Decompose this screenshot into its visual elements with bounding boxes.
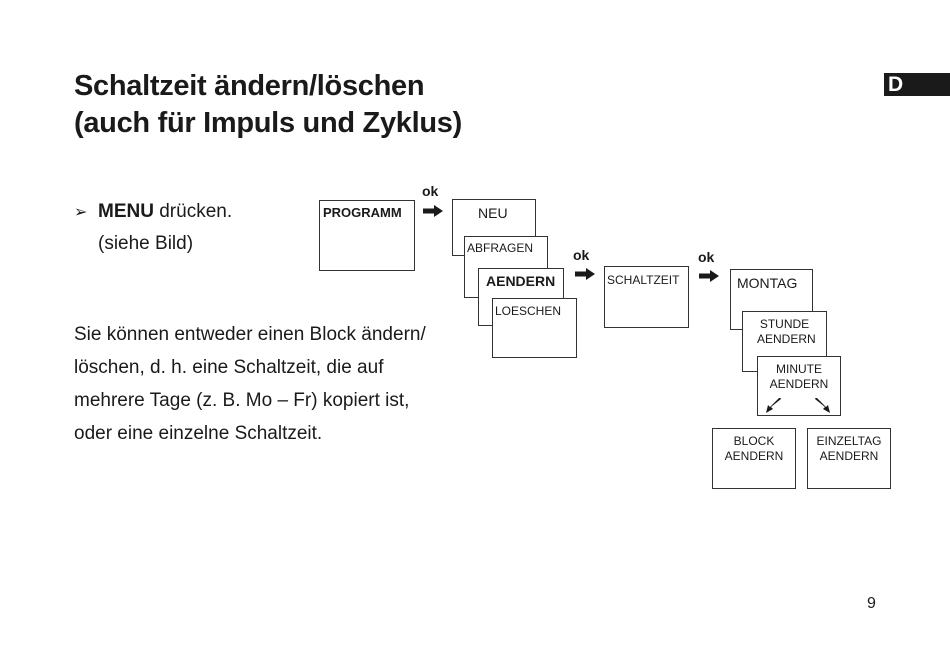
ok-label-1: ok	[422, 183, 439, 199]
ok-label-2: ok	[573, 247, 590, 263]
title-line-1: Schaltzeit ändern/löschen	[74, 70, 425, 102]
ok-label-3: ok	[698, 249, 715, 265]
language-tab-label: D	[888, 73, 904, 96]
arrow-right-icon	[575, 268, 595, 280]
arrow-right-icon	[423, 205, 443, 217]
language-tab: D	[884, 73, 950, 96]
body-line-1: Sie können entweder einen Block ändern/	[74, 324, 426, 345]
body-line-4: oder eine einzelne Schaltzeit.	[74, 423, 323, 444]
title-line-2: (auch für Impuls und Zyklus)	[74, 107, 462, 139]
page-title: Schaltzeit ändern/löschen (auch für Impu…	[74, 68, 462, 142]
step-text: drücken.	[153, 201, 233, 222]
step-note: (siehe Bild)	[98, 233, 194, 254]
screen-block-aendern: BLOCK AENDERN	[712, 428, 796, 489]
screen-einzeltag-aendern: EINZELTAG AENDERN	[807, 428, 891, 489]
menu-key-label: MENU	[98, 201, 154, 222]
body-paragraph: Sie können entweder einen Block ändern/ …	[74, 318, 426, 450]
screen-programm: PROGRAMM	[319, 200, 415, 271]
arrow-bullet-icon: ➢	[74, 204, 88, 221]
arrow-down-right-icon	[815, 398, 830, 413]
body-line-3: mehrere Tage (z. B. Mo – Fr) kopiert ist…	[74, 390, 410, 411]
arrow-down-left-icon	[766, 398, 781, 413]
instruction-step: ➢ MENU drücken. (siehe Bild)	[74, 196, 232, 259]
screen-loeschen: LOESCHEN	[492, 298, 577, 358]
screen-schaltzeit: SCHALTZEIT	[604, 266, 689, 328]
body-line-2: löschen, d. h. eine Schaltzeit, die auf	[74, 357, 384, 378]
page-number: 9	[867, 595, 876, 612]
arrow-right-icon	[699, 270, 719, 282]
